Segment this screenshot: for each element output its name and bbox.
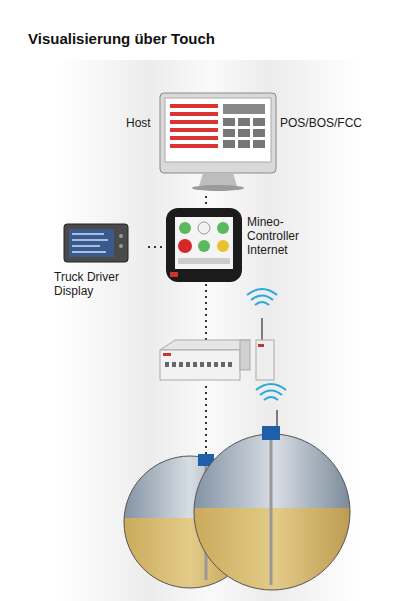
device-label: POS/BOS/FCC [280, 116, 362, 130]
device-node: Truck Driver Display [52, 222, 148, 302]
truck-driver-display [64, 224, 128, 262]
diagram-title: Visualisierung über Touch [28, 30, 215, 47]
device-node: Host POS/BOS/FCC [118, 90, 364, 196]
device-node: Mineo-Controller Internet [165, 205, 337, 287]
host-monitor [160, 93, 276, 191]
device-label: Host [126, 116, 151, 130]
gateway-box [160, 340, 250, 380]
background-band [60, 60, 360, 601]
device-label: Truck Driver Display [54, 270, 144, 298]
storage-tank [190, 384, 360, 598]
dotted-connector [148, 246, 165, 248]
radio-module [247, 289, 277, 380]
mineo-controller [166, 208, 242, 282]
dotted-connector [205, 196, 207, 205]
device-label: Mineo-Controller Internet [247, 215, 335, 257]
